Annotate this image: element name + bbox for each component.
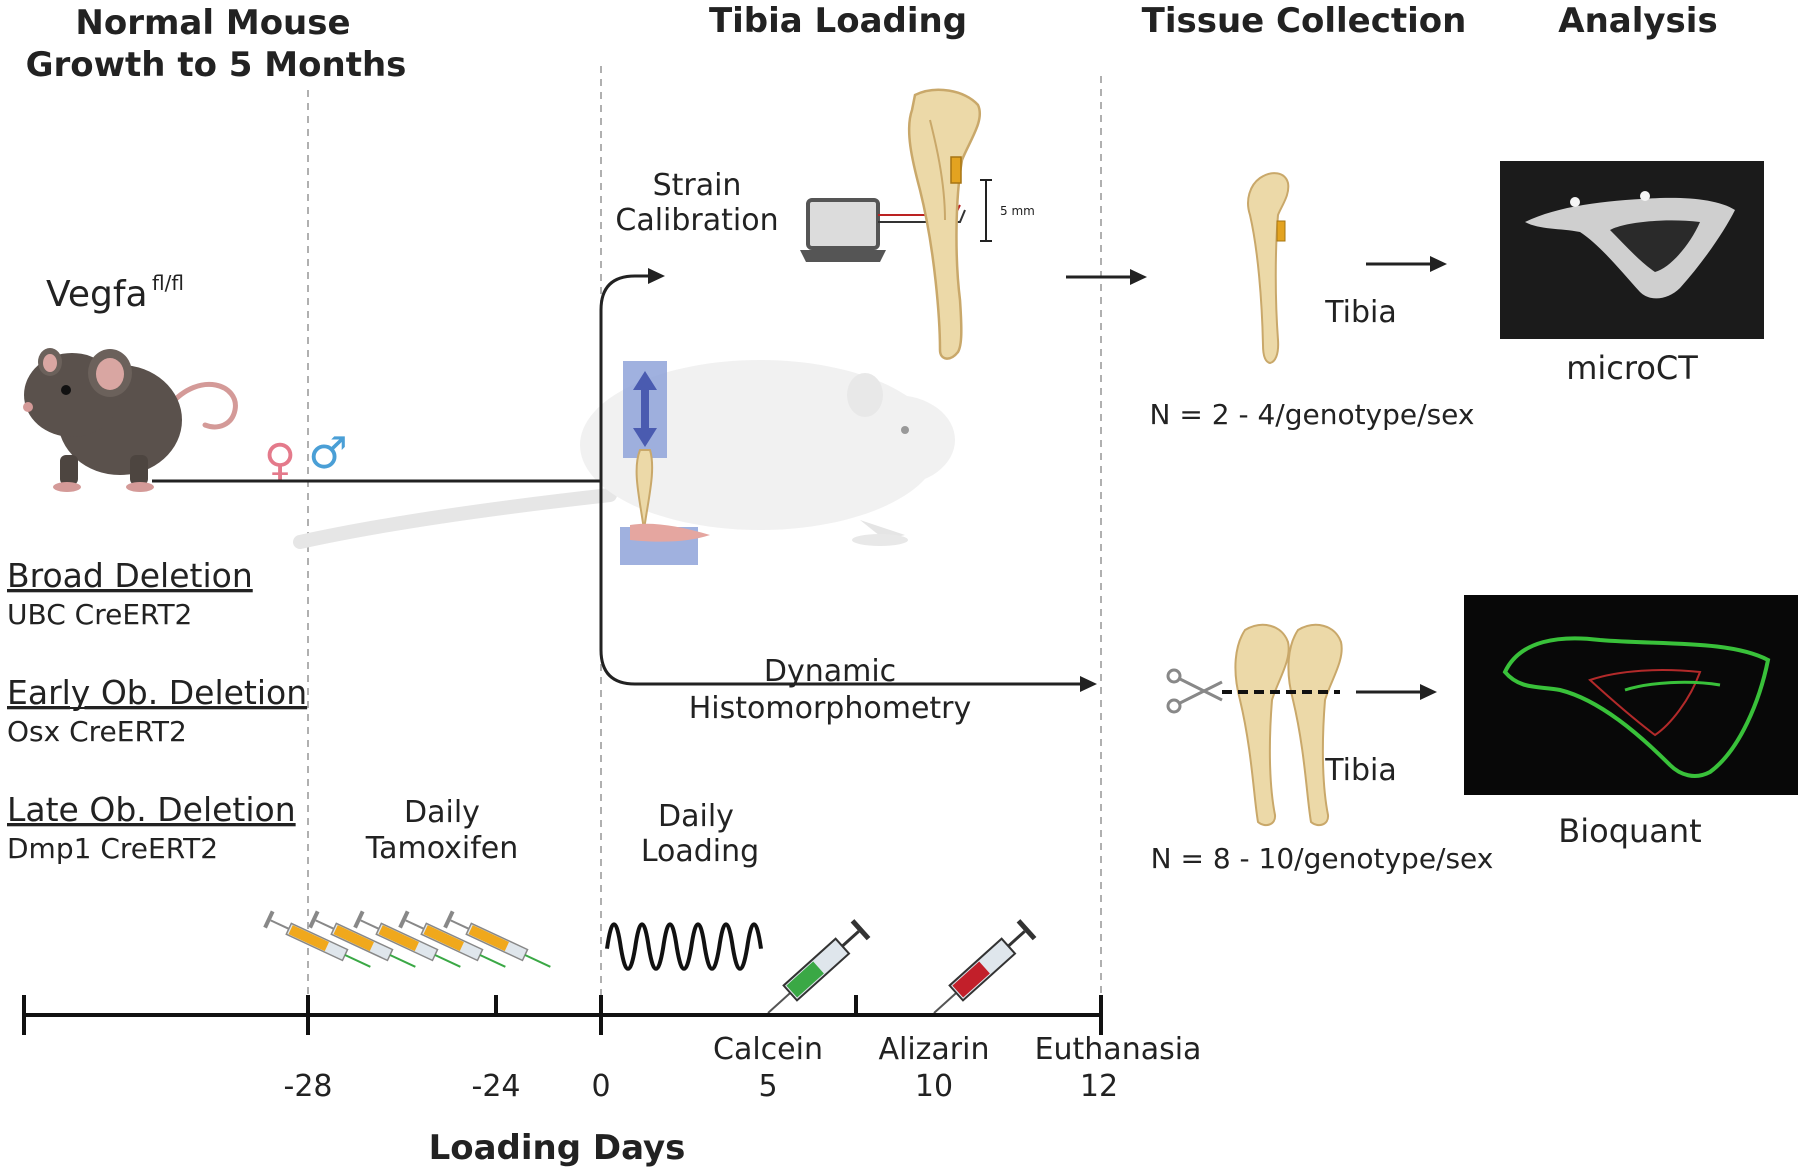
daily-loading-line2: Loading (641, 834, 759, 869)
strain-calibration-line2: Calibration (615, 203, 778, 238)
arrowhead-microct (1430, 256, 1447, 272)
tibia-strain-gauge-icon (907, 88, 981, 360)
timeline-ticks (22, 995, 1103, 1035)
tick-label-10: 10 (915, 1069, 953, 1104)
syringe-icon (308, 910, 416, 968)
tibia-label-top: Tibia (1324, 295, 1397, 330)
tibia-in-loader (635, 449, 654, 531)
foot (630, 523, 710, 542)
branch-to-histo-arrow (599, 481, 1085, 686)
tibia-label-bottom: Tibia (1324, 753, 1397, 788)
event-euthanasia: Euthanasia (1035, 1032, 1202, 1067)
syringe-icon (443, 910, 551, 968)
tick-label-12: 12 (1080, 1069, 1118, 1104)
arrowhead-collection-top (1130, 269, 1147, 285)
header-tissue-collection: Tissue Collection (1142, 1, 1467, 41)
tick-label-minus24: -24 (472, 1069, 521, 1104)
deletion-driver-late: Dmp1 CreERT2 (7, 832, 218, 865)
arrowhead-histo (1080, 676, 1097, 692)
header-normal-mouse-line2: Growth to 5 Months (26, 45, 407, 85)
header-analysis: Analysis (1558, 1, 1717, 41)
arrowhead-strain (648, 268, 665, 284)
loading-device (620, 361, 710, 565)
alizarin-syringe-icon (933, 919, 1037, 1014)
syringe-icon (398, 910, 506, 968)
deletion-title-broad: Broad Deletion (7, 556, 253, 595)
wire-black (878, 209, 966, 223)
arrowhead-bioquant (1420, 684, 1437, 700)
tamoxifen-syringes (263, 910, 551, 968)
tick-label-5: 5 (758, 1069, 777, 1104)
deletion-title-late: Late Ob. Deletion (7, 790, 296, 829)
deletion-driver-broad: UBC CreERT2 (7, 598, 192, 631)
sample-size-bottom: N = 8 - 10/genotype/sex (1151, 842, 1494, 875)
deletion-driver-early: Osx CreERT2 (7, 715, 187, 748)
microct-label: microCT (1566, 349, 1698, 387)
header-tibia-loading: Tibia Loading (709, 1, 967, 41)
gene-name: Vegfa (46, 274, 148, 315)
microct-image (1500, 161, 1764, 339)
tick-label-minus28: -28 (284, 1069, 333, 1104)
loading-waveform-icon (605, 922, 763, 971)
strain-calibration-line1: Strain (653, 168, 742, 203)
mouse-dark-icon (23, 348, 238, 492)
event-calcein: Calcein (713, 1032, 823, 1067)
up-down-arrow-icon (633, 371, 657, 447)
tick-label-0: 0 (591, 1069, 610, 1104)
axis-title-loading-days: Loading Days (429, 1128, 686, 1168)
daily-tamoxifen-line1: Daily (404, 795, 480, 830)
scale-bar (980, 179, 992, 242)
syringe-icon (263, 910, 371, 968)
scale-bar-label: 5 mm (1000, 204, 1035, 218)
event-alizarin: Alizarin (878, 1032, 989, 1067)
female-symbol-icon: ♀ (264, 435, 296, 486)
bioquant-label: Bioquant (1558, 812, 1701, 850)
male-symbol-icon: ♂ (308, 428, 347, 479)
daily-loading-line1: Daily (658, 799, 734, 834)
histomorphometry-line1: Dynamic (764, 654, 896, 689)
sample-size-top: N = 2 - 4/genotype/sex (1150, 398, 1475, 431)
deletion-title-early: Early Ob. Deletion (7, 673, 307, 712)
bioquant-image (1464, 595, 1798, 795)
laptop-icon (800, 198, 886, 262)
syringe-icon (353, 910, 461, 968)
gene-superscript: fl/fl (152, 271, 184, 295)
collected-tibia-top-icon (1247, 172, 1290, 365)
header-normal-mouse-line1: Normal Mouse (75, 3, 350, 43)
calcein-syringe-icon (767, 919, 871, 1014)
scissors-icon (1166, 668, 1223, 714)
daily-tamoxifen-line2: Tamoxifen (365, 831, 519, 866)
collected-tibiae-bottom-icon (1234, 623, 1343, 827)
mouse-white-icon (293, 360, 955, 549)
branch-to-strain-arrow (599, 274, 655, 481)
histomorphometry-line2: Histomorphometry (689, 691, 972, 726)
